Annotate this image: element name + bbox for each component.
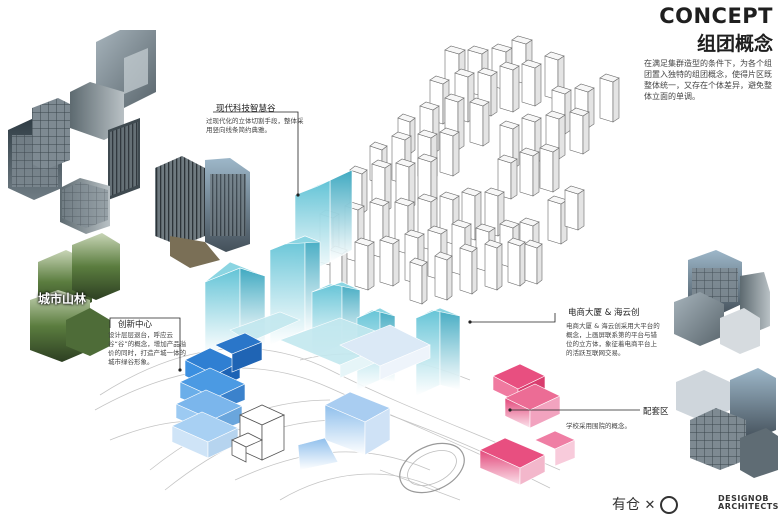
watermark-label: 有仓 [612,497,640,513]
label-valley-title: 现代科技智慧谷 [216,104,276,114]
label-innovation-title: 创新中心 [118,320,153,330]
residential-tower [354,237,375,291]
residential-tower [439,127,460,177]
ecommerce-blocks [297,324,431,471]
innovation-center-blocks [171,332,263,459]
residential-tower [599,73,620,123]
residential-tower [379,235,400,287]
residential-tower [459,243,478,295]
label-ecommerce-text: 电商大厦 & 海云创采用大平台的概念，上画屏联系第的平台与错位的立方体，象征着电… [566,322,660,357]
residential-tower [569,107,590,155]
existing-white-block [231,404,285,463]
residential-tower [484,187,505,237]
label-innovation-text: 设计层层退台，呼应云谷“谷”的概念，增加产品溢价的同时，打造产城一体的城市绿谷形… [108,331,187,366]
residential-tower [434,251,453,301]
residential-tower [409,257,428,305]
running-track [399,442,465,494]
photo-collage-school [676,368,778,478]
residential-tower [417,153,438,205]
watermark-x-icon: ✕ [644,498,656,513]
residential-tower [484,239,503,291]
watermark-brand-2: ARCHITECTS [718,502,779,511]
title-block: CONCEPT 组团概念 [659,4,773,56]
watermark-brand-1: DESIGNOB [718,494,770,503]
residential-tower [547,195,568,245]
label-valley-text: 过现代化的立体切割手段，整体采用竖向线条简约典雅。 [206,117,304,134]
residential-tower [519,147,540,197]
residential-tower [499,61,520,113]
residential-tower [469,97,490,147]
leader-dots [178,193,512,412]
residential-tower [539,143,560,193]
residential-tower [395,158,416,210]
watermark-text: 有仓 ✕ [612,494,678,514]
label-ecommerce-title: 电商大厦 & 海云创 [568,308,640,318]
school-blocks [479,363,576,486]
label-school-text: 学校采用围院的概念。 [566,422,631,430]
leader-lines [109,111,640,411]
residential-tower [564,185,585,231]
photo-collage-ecommerce [674,250,770,354]
residential-tower-cluster [319,35,620,305]
concept-description: 在满足集群造型的条件下，为各个组团置入独特的组团概念，使得片区既整体统一，又存在… [644,59,772,101]
photo-collage-forest [30,233,120,362]
residential-tower [497,154,518,200]
watermark-brand: DESIGNOB ARCHITECTS [718,495,779,511]
residential-tower [524,239,543,285]
title-en: CONCEPT [659,4,773,28]
residential-tower [521,59,542,107]
label-school-title: 配套区 [643,407,669,417]
title-zh: 组团概念 [696,33,773,55]
label-forest: 城市山林 [38,292,87,306]
residential-tower [507,237,526,287]
watermark-logo-icon [659,496,678,514]
photo-collage-tech-valley [8,30,250,268]
